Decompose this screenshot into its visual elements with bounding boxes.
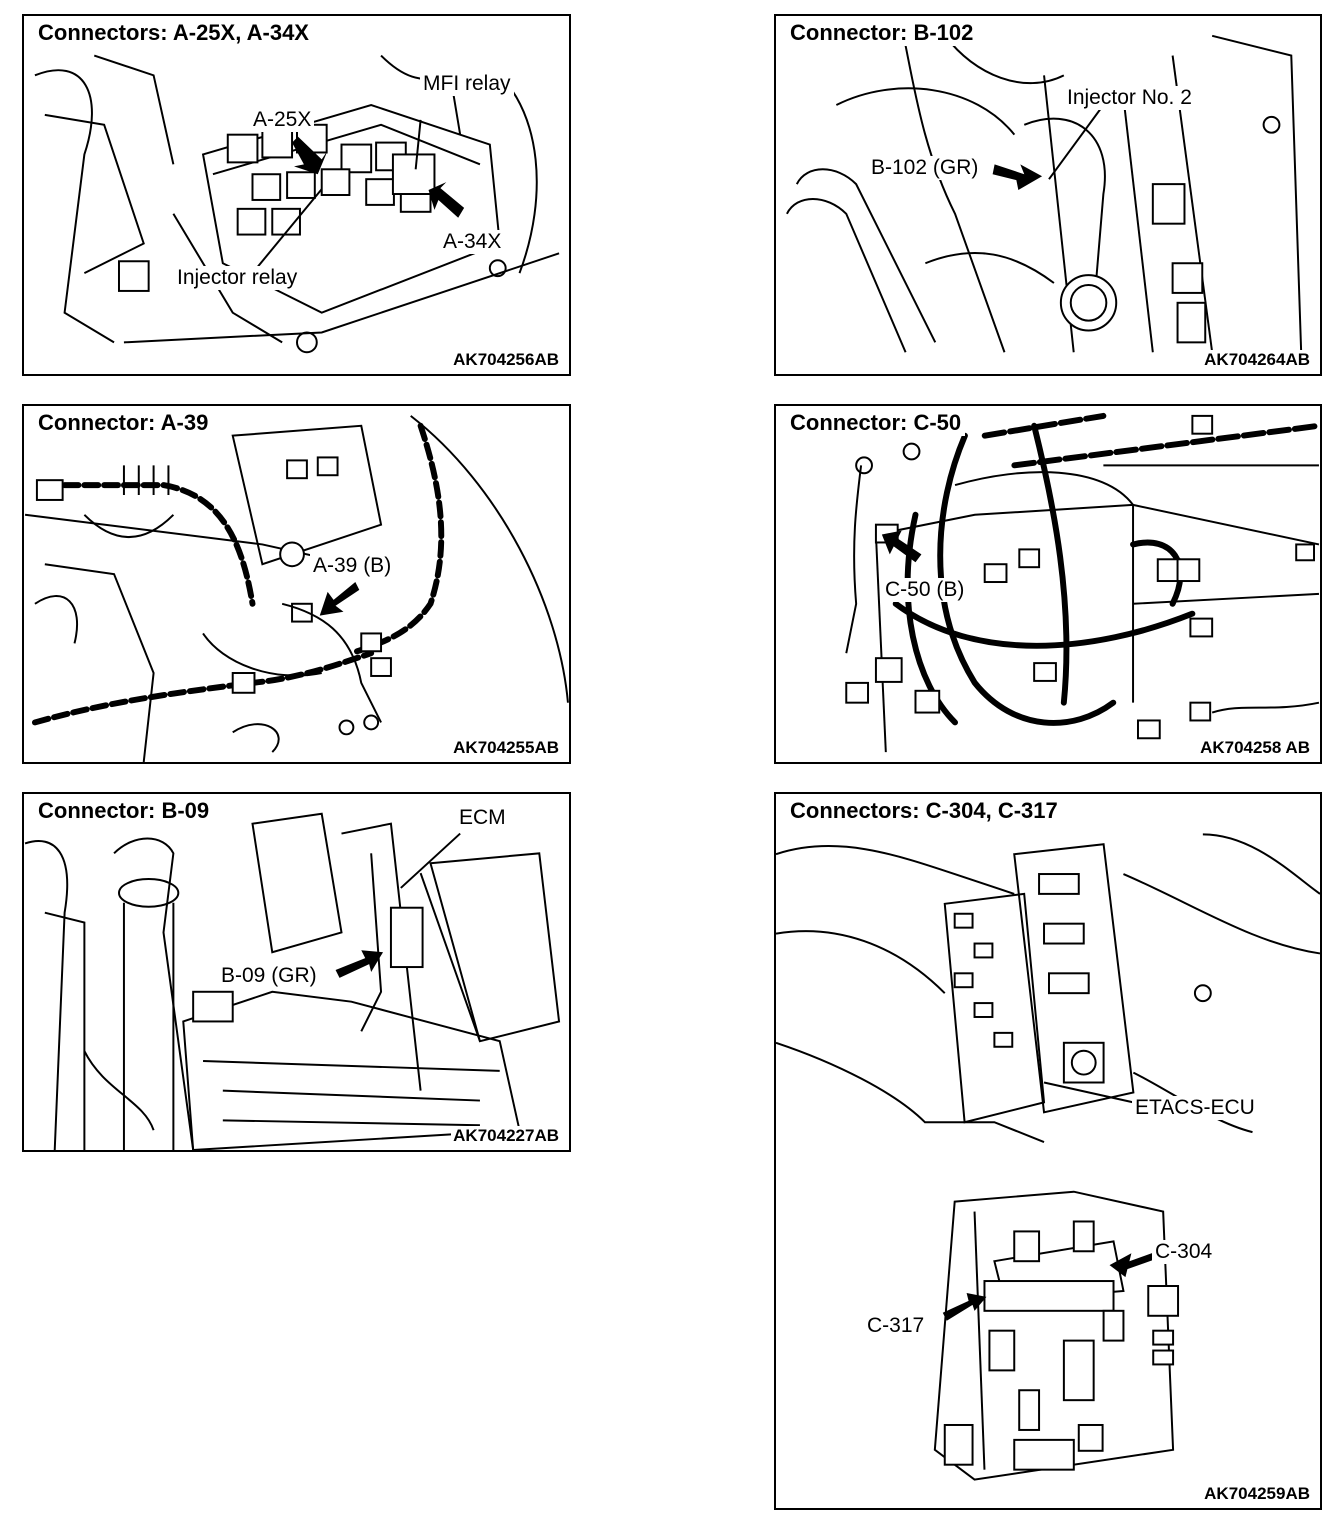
- figure-code: AK704259AB: [1202, 1484, 1312, 1504]
- figure-code: AK704256AB: [451, 350, 561, 370]
- panel-title: Connectors: C-304, C-317: [786, 798, 1062, 824]
- panel-title: Connector: A-39: [34, 410, 213, 436]
- panel-title: Connector: C-50: [786, 410, 966, 436]
- figure-code: AK704258 AB: [1198, 738, 1312, 758]
- b102-label: B-102 (GR): [868, 156, 982, 180]
- a34x-label: A-34X: [440, 230, 505, 254]
- injector-relay-label: Injector relay: [174, 266, 301, 290]
- c50-label: C-50 (B): [882, 578, 968, 602]
- figure-code: AK704255AB: [451, 738, 561, 758]
- engine-bay-illustration: [24, 812, 561, 1150]
- engine-bay-illustration: [24, 415, 569, 762]
- figure-code: AK704264AB: [1202, 350, 1312, 370]
- diagram-panel-a25x-a34x: Connectors: A-25X, A-34X MFI relay A-25X…: [22, 14, 571, 376]
- diagram-panel-c50: Connector: C-50 C-50 (B) AK704258 AB: [774, 404, 1322, 764]
- engine-bay-illustration: [786, 34, 1303, 353]
- diagram-panel-c304-c317: Connectors: C-304, C-317 ETACS-ECU C-304…: [774, 792, 1322, 1510]
- a25x-label: A-25X: [250, 108, 315, 132]
- engine-bay-illustration: [34, 54, 560, 354]
- diagram-panel-b09: Connector: B-09 ECM B-09 (GR) AK704227AB: [22, 792, 571, 1152]
- b09-label: B-09 (GR): [218, 964, 320, 988]
- figure-code: AK704227AB: [451, 1126, 561, 1146]
- panel-title: Connector: B-102: [786, 20, 978, 46]
- diagram-panel-b102: Connector: B-102 Injector No. 2 B-102 (G…: [774, 14, 1322, 376]
- engine-bay-illustration: [776, 833, 1320, 1481]
- engine-bay-illustration: [845, 412, 1320, 753]
- c304-label: C-304: [1152, 1240, 1216, 1264]
- ecm-label: ECM: [456, 806, 509, 830]
- a39-label: A-39 (B): [310, 554, 395, 578]
- etacs-ecu-label: ETACS-ECU: [1132, 1096, 1258, 1120]
- panel-title: Connectors: A-25X, A-34X: [34, 20, 313, 46]
- panel-title: Connector: B-09: [34, 798, 214, 824]
- diagram-panel-a39: Connector: A-39 A-39 (B) AK704255AB: [22, 404, 571, 764]
- mfi-relay-label: MFI relay: [420, 72, 514, 96]
- c317-label: C-317: [864, 1314, 928, 1338]
- injector-no2-label: Injector No. 2: [1064, 86, 1195, 110]
